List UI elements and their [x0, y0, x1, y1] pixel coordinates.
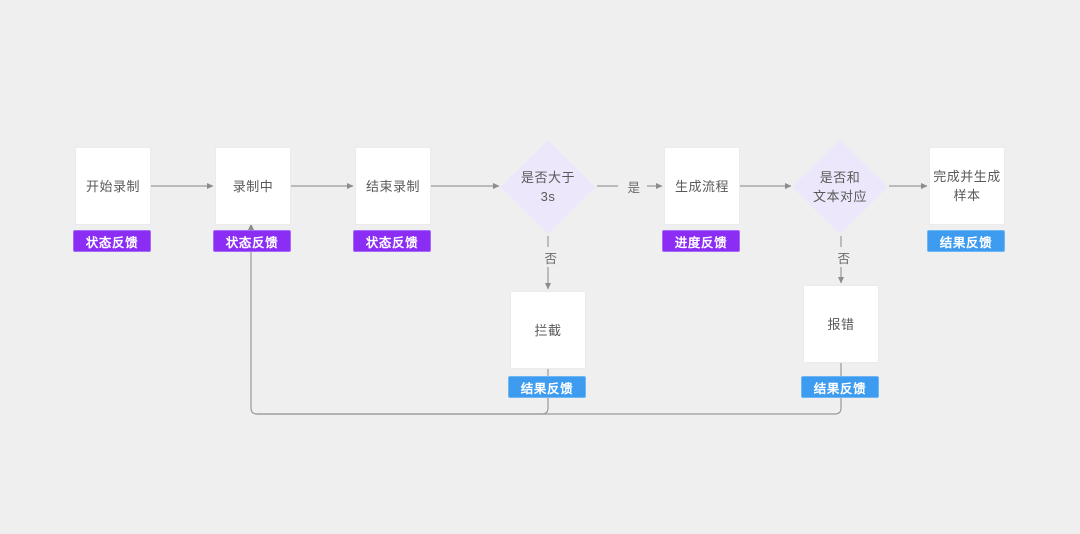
- node-complete-sample-label: 完成并生成 样本: [933, 169, 1001, 203]
- node-start[interactable]: 开始录制: [75, 147, 151, 225]
- badge-error-result[interactable]: 结果反馈: [801, 376, 879, 398]
- node-error[interactable]: 报错: [803, 285, 879, 363]
- edge-block-return: [250, 252, 549, 415]
- edge-error-return: [257, 398, 842, 415]
- node-decision-duration[interactable]: 是否大于 3s: [500, 140, 596, 234]
- node-recording[interactable]: 录制中: [215, 147, 291, 225]
- node-generate-flow-label: 生成流程: [674, 178, 729, 194]
- edge-label-no-text-match: 否: [831, 248, 857, 266]
- node-generate-flow[interactable]: 生成流程: [664, 147, 740, 225]
- node-recording-label: 录制中: [232, 178, 274, 194]
- badge-block-result[interactable]: 结果反馈: [508, 376, 586, 398]
- edge-label-no-duration: 否: [538, 248, 564, 266]
- node-error-label: 报错: [827, 316, 855, 332]
- node-decision-duration-label: 是否大于 3s: [520, 170, 575, 204]
- node-block[interactable]: 拦截: [510, 291, 586, 369]
- edge-label-yes-duration: 是: [621, 177, 647, 195]
- node-decision-text-match-label: 是否和 文本对应: [812, 170, 867, 204]
- badge-generate-progress[interactable]: 进度反馈: [662, 230, 740, 252]
- badge-recording-status[interactable]: 状态反馈: [213, 230, 291, 252]
- node-start-label: 开始录制: [85, 178, 140, 194]
- node-stop-recording[interactable]: 结束录制: [355, 147, 431, 225]
- badge-start-status[interactable]: 状态反馈: [73, 230, 151, 252]
- node-complete-sample[interactable]: 完成并生成 样本: [929, 147, 1005, 225]
- badge-stop-status[interactable]: 状态反馈: [353, 230, 431, 252]
- node-block-label: 拦截: [534, 322, 562, 338]
- node-stop-recording-label: 结束录制: [365, 178, 420, 194]
- node-decision-text-match[interactable]: 是否和 文本对应: [792, 140, 888, 234]
- badge-complete-result[interactable]: 结果反馈: [927, 230, 1005, 252]
